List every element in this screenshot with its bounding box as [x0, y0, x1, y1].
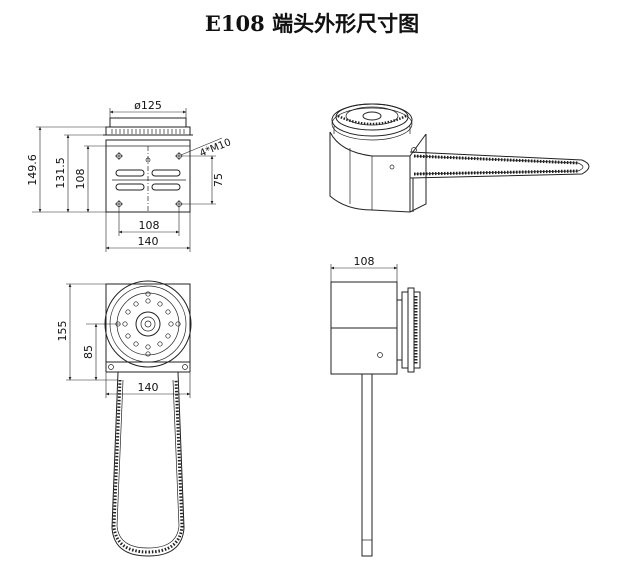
dim-height-body: 131.5 [54, 157, 67, 189]
dim-width-bottom: 140 [138, 381, 159, 394]
bottom-body [105, 283, 191, 363]
bolt-circle [115, 291, 181, 357]
dim-hole-spacing-h: 108 [139, 219, 160, 232]
front-body [105, 139, 191, 213]
belt-outline [111, 371, 185, 557]
dim-height-plate: 108 [74, 169, 87, 190]
front-view: ø125 4*M10 149.6 131.5 108 75 108 140 [26, 99, 233, 252]
dim-center-height: 85 [82, 345, 95, 359]
side-belt-arm [361, 373, 373, 557]
bottom-view: 155 85 140 [56, 280, 192, 557]
isometric-view [329, 103, 590, 213]
side-view: 108 [330, 255, 421, 557]
dim-height-total-bottom: 155 [56, 321, 69, 342]
dim-diameter: ø125 [134, 99, 162, 112]
dim-hole-spacing-v: 75 [212, 173, 225, 187]
iso-housing [329, 132, 427, 213]
dim-width-side: 108 [354, 255, 375, 268]
dim-height-total: 149.6 [26, 154, 39, 186]
dim-width-front: 140 [138, 235, 159, 248]
drawing-title: E108 端头外形尺寸图 [204, 11, 420, 36]
